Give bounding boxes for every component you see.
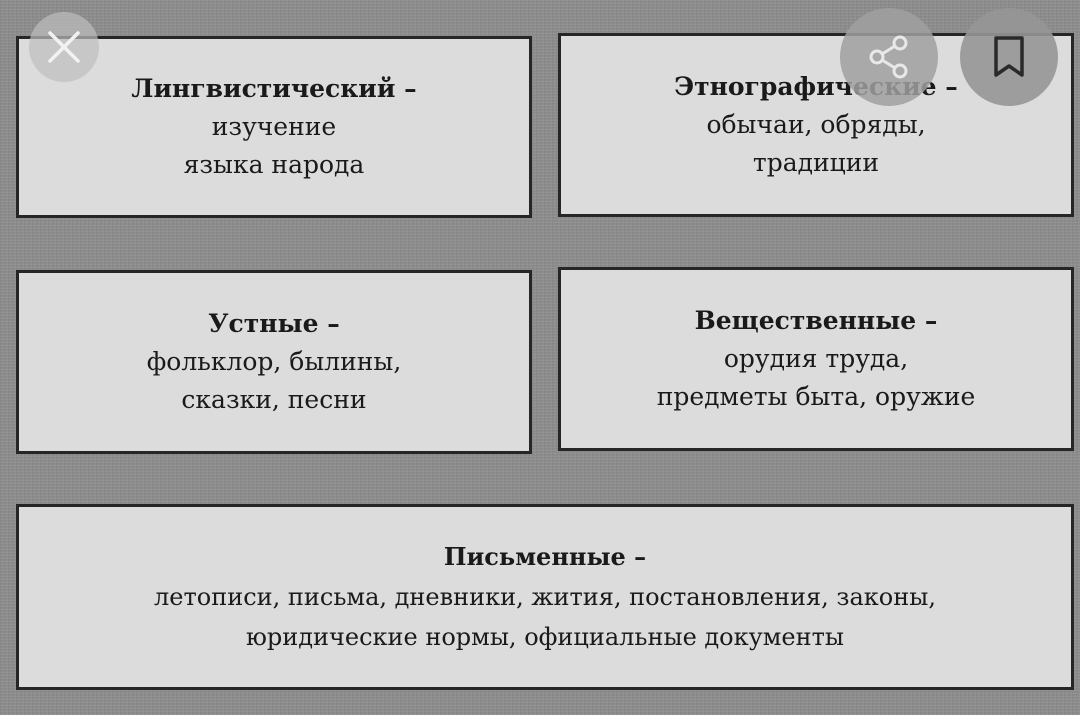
box-title: Устные – xyxy=(208,309,340,338)
box-text-line: фольклор, былины, xyxy=(146,347,402,376)
category-box-written: Письменные – летописи, письма, дневники,… xyxy=(16,504,1074,690)
bookmark-button[interactable] xyxy=(960,8,1058,106)
share-button[interactable] xyxy=(840,8,938,106)
box-text-line: изучение xyxy=(211,112,337,141)
close-icon xyxy=(48,31,80,63)
category-box-material: Вещественные – орудия труда, предметы бы… xyxy=(558,267,1074,451)
box-text-line: обычаи, обряды, xyxy=(706,110,926,139)
close-button[interactable] xyxy=(29,12,99,82)
box-text-line: сказки, песни xyxy=(181,385,367,414)
box-text-line: юридические нормы, официальные документы xyxy=(245,623,844,651)
bookmark-icon xyxy=(994,36,1024,77)
share-icon xyxy=(869,35,908,79)
box-text-line: языка народа xyxy=(183,150,365,179)
box-title: Лингвистический – xyxy=(131,74,417,103)
category-box-linguistic: Лингвистический – изучение языка народа xyxy=(16,36,532,218)
box-text-line: орудия труда, xyxy=(723,344,909,373)
box-text-line: летописи, письма, дневники, жития, поста… xyxy=(154,583,936,611)
box-text-line: предметы быта, оружие xyxy=(656,382,976,411)
box-title: Вещественные – xyxy=(694,306,938,335)
category-box-oral: Устные – фольклор, былины, сказки, песни xyxy=(16,270,532,454)
box-text-line: традиции xyxy=(752,148,880,177)
box-title: Письменные – xyxy=(443,542,647,571)
